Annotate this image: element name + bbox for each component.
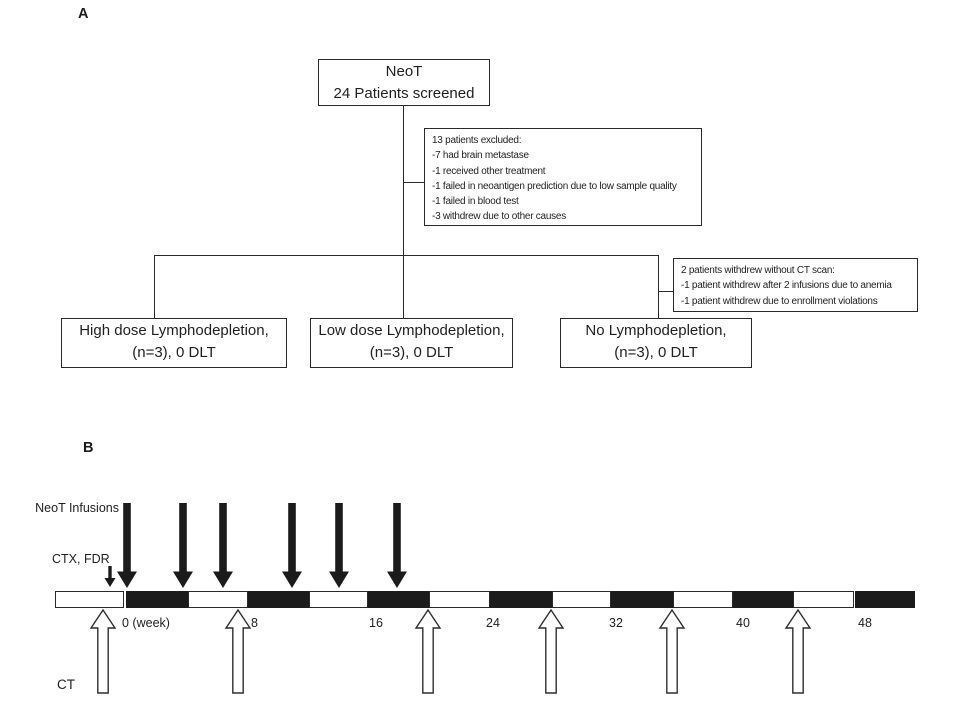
week-label: 48 (858, 616, 872, 630)
connector-line (403, 255, 405, 319)
text-line: (n=3), 0 DLT (369, 344, 454, 361)
arm-box-no-lympho: No Lymphodepletion, (n=3), 0 DLT (560, 318, 752, 368)
timeline-segment-black (611, 591, 673, 608)
week-label: 40 (736, 616, 750, 630)
timeline-segment-white (429, 591, 490, 608)
connector-line (403, 182, 425, 184)
timeline-segment-black (490, 591, 552, 608)
ct-label: CT (57, 677, 75, 692)
timeline-bar (55, 591, 916, 608)
week-label: 24 (486, 616, 500, 630)
connector-line (403, 106, 405, 256)
text-line: NeoT (385, 63, 423, 80)
text-line: (n=3), 0 DLT (614, 344, 698, 361)
arm-box-low-dose: Low dose Lymphodepletion, (n=3), 0 DLT (310, 318, 513, 368)
text-line: -1 failed in neoantigen prediction due t… (432, 180, 677, 192)
timeline-segment-white (309, 591, 368, 608)
week-label: 32 (609, 616, 623, 630)
infusion-arrow-icon (329, 503, 349, 588)
infusion-arrow-icon (213, 503, 233, 588)
screened-box: NeoT 24 Patients screened (318, 59, 490, 106)
timeline-segment-white (793, 591, 854, 608)
text-line: -1 failed in blood test (432, 196, 519, 208)
timeline-segment-black (368, 591, 429, 608)
text-line: -1 patient withdrew due to enrollment vi… (681, 295, 878, 307)
connector-line (658, 291, 674, 293)
text-line: 2 patients withdrew without CT scan: (681, 265, 835, 276)
text-line: 24 Patients screened (333, 84, 475, 102)
text-line: -1 patient withdrew after 2 infusions du… (681, 280, 892, 292)
timeline-segment-black (248, 591, 309, 608)
panel-b-label: B (83, 440, 94, 456)
infusion-arrow-icon (282, 503, 302, 588)
infusion-arrow-icon (387, 503, 407, 588)
timeline-segment-white (55, 591, 124, 608)
text-line: -3 withdrew due to other causes (432, 211, 566, 223)
withdrew-note-box: 2 patients withdrew without CT scan: -1 p… (673, 258, 918, 312)
ctx-fdr-arrow-icon (104, 566, 116, 587)
connector-line (154, 255, 156, 319)
ctx-fdr-label: CTX, FDR (52, 552, 110, 566)
timeline-segment-black (733, 591, 793, 608)
text-line: High dose Lymphodepletion, (79, 322, 269, 339)
text-line: (n=3), 0 DLT (132, 344, 216, 361)
text-line: -1 received other treatment (432, 165, 546, 177)
infusion-arrow-icon (117, 503, 137, 588)
neot-infusions-label: NeoT Infusions (35, 501, 119, 515)
week-label: 16 (369, 616, 383, 630)
timeline-segment-white (552, 591, 611, 608)
text-line: 13 patients excluded: (432, 135, 522, 146)
timeline-segment-white (673, 591, 733, 608)
excluded-note-box: 13 patients excluded: -7 had brain metast… (424, 128, 702, 226)
timeline-segment-black (126, 591, 188, 608)
arm-box-high-dose: High dose Lymphodepletion, (n=3), 0 DLT (61, 318, 287, 368)
panel-a-label: A (78, 6, 89, 22)
timeline-segment-white (188, 591, 248, 608)
timeline-segment-black (855, 591, 915, 608)
text-line: Low dose Lymphodepletion, (318, 322, 505, 339)
connector-line (154, 255, 659, 257)
infusion-arrow-icon (173, 503, 193, 588)
text-line: -7 had brain metastase (432, 150, 529, 162)
week-label: 8 (251, 616, 258, 630)
text-line: No Lymphodepletion, (585, 322, 727, 339)
week-axis: 0 (week) 8 16 24 32 40 48 (0, 616, 971, 632)
connector-line (658, 255, 660, 319)
week-label: 0 (week) (122, 616, 170, 630)
